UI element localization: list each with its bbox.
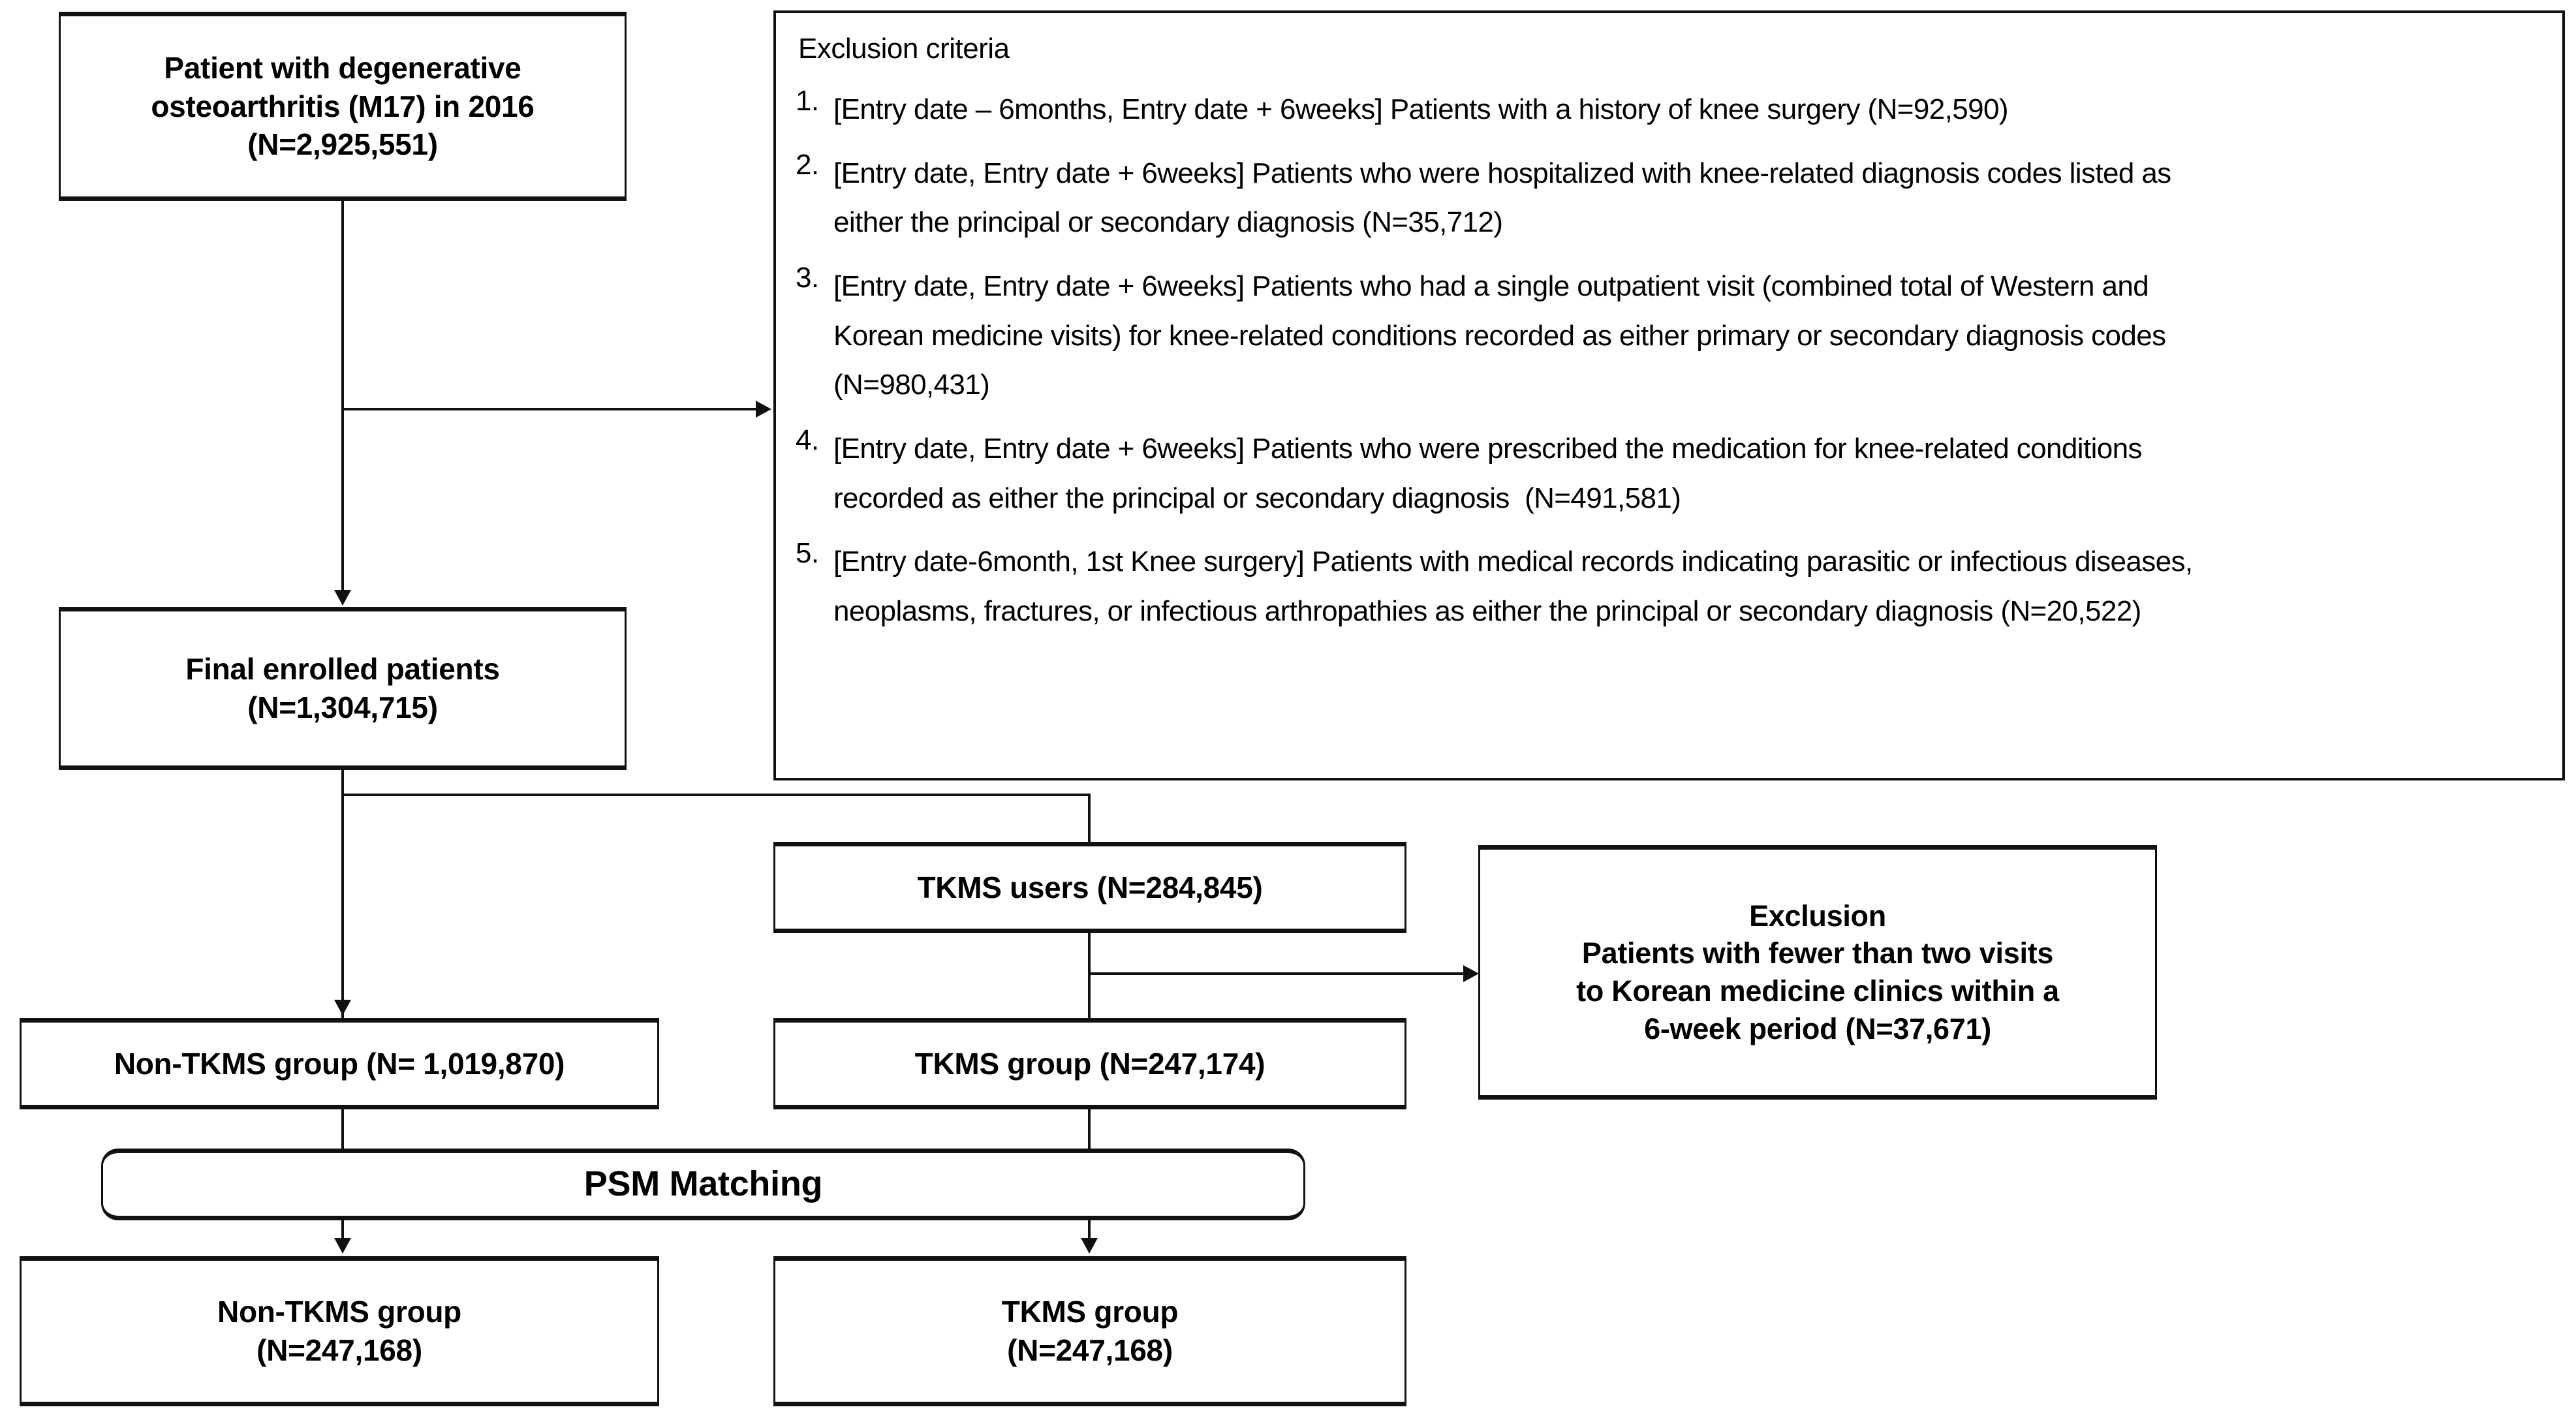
criterion-4-number: 4.	[796, 424, 819, 457]
connector-psm-to-non-tkms-matched	[341, 1219, 344, 1241]
connector-tkms-group-to-psm	[1088, 1109, 1091, 1150]
connector-tkms-users-to-tkms-group	[1088, 933, 1091, 1019]
criterion-1-text: [Entry date – 6months, Entry date + 6wee…	[833, 93, 2009, 125]
exclusion-criterion-1: 1. [Entry date – 6months, Entry date + 6…	[796, 85, 2543, 134]
box-final-enrolled: Final enrolled patients (N=1,304,715)	[59, 607, 627, 770]
box-tkms-matched-line-1: TKMS group	[1001, 1295, 1179, 1329]
connector-source-to-final	[341, 201, 344, 593]
exclusion-criteria-panel: Exclusion criteria 1. [Entry date – 6mon…	[773, 10, 2565, 780]
box-exclusion-side: Exclusion Patients with fewer than two v…	[1478, 845, 2157, 1100]
box-psm-matching: PSM Matching	[101, 1149, 1305, 1220]
box-exclusion-side-line-2: Patients with fewer than two visits	[1581, 936, 2054, 970]
exclusion-criterion-3: 3. [Entry date, Entry date + 6weeks] Pat…	[796, 262, 2543, 410]
box-tkms-matched: TKMS group (N=247,168)	[773, 1256, 1406, 1406]
criterion-1-number: 1.	[796, 85, 819, 117]
box-tkms-matched-line-2: (N=247,168)	[1007, 1333, 1173, 1367]
connector-split-to-tkms-users	[341, 794, 1091, 796]
box-exclusion-side-line-3: to Korean medicine clinics within a	[1576, 974, 2059, 1008]
box-tkms-group-line-1: TKMS group (N=247,174)	[914, 1046, 1265, 1081]
box-source-population: Patient with degenerative osteoarthritis…	[59, 12, 627, 201]
box-final-enrolled-line-2: (N=1,304,715)	[247, 690, 438, 724]
connector-tkms-to-side-exclusion	[1088, 972, 1463, 975]
box-tkms-group: TKMS group (N=247,174)	[773, 1018, 1406, 1109]
connector-psm-to-tkms-matched	[1088, 1219, 1091, 1241]
box-non-tkms-group-line-1: Non-TKMS group (N= 1,019,870)	[114, 1046, 565, 1081]
criterion-3-number: 3.	[796, 262, 819, 294]
exclusion-criteria-title: Exclusion criteria	[798, 33, 1010, 65]
box-source-population-line-1: Patient with degenerative	[164, 50, 521, 85]
box-source-population-line-2: osteoarthritis (M17) in 2016	[151, 89, 535, 123]
box-non-tkms-matched: Non-TKMS group (N=247,168)	[20, 1256, 659, 1406]
arrow-psm-to-non-tkms-matched	[334, 1238, 351, 1254]
exclusion-criterion-5: 5. [Entry date-6month, 1st Knee surgery]…	[796, 537, 2543, 636]
box-tkms-users-line-1: TKMS users (N=284,845)	[917, 870, 1263, 904]
box-source-population-line-3: (N=2,925,551)	[247, 127, 438, 162]
box-exclusion-side-line-1: Exclusion	[1749, 899, 1886, 933]
box-psm-matching-line-1: PSM Matching	[583, 1164, 823, 1204]
box-exclusion-side-line-4: 6-week period (N=37,671)	[1644, 1011, 1991, 1045]
criterion-4-text: [Entry date, Entry date + 6weeks] Patien…	[833, 433, 2143, 514]
box-non-tkms-matched-line-1: Non-TKMS group	[217, 1295, 461, 1329]
connector-trunk-to-exclusion-panel	[341, 408, 756, 410]
criterion-2-number: 2.	[796, 148, 819, 181]
arrow-psm-to-tkms-matched	[1081, 1238, 1098, 1254]
box-tkms-users: TKMS users (N=284,845)	[773, 842, 1406, 933]
criterion-2-text: [Entry date, Entry date + 6weeks] Patien…	[833, 157, 2171, 239]
criterion-5-text: [Entry date-6month, 1st Knee surgery] Pa…	[833, 546, 2193, 628]
connector-final-trunk	[341, 770, 344, 1021]
connector-non-tkms-to-psm	[341, 1109, 344, 1150]
criterion-5-number: 5.	[796, 537, 819, 570]
arrow-source-to-final	[334, 590, 351, 606]
box-final-enrolled-line-1: Final enrolled patients	[185, 652, 500, 687]
arrow-trunk-to-exclusion-panel	[756, 401, 771, 418]
box-non-tkms-group: Non-TKMS group (N= 1,019,870)	[20, 1018, 659, 1109]
arrow-tkms-to-side-exclusion	[1463, 965, 1479, 982]
box-non-tkms-matched-line-2: (N=247,168)	[256, 1333, 422, 1367]
connector-down-to-tkms-users	[1088, 794, 1091, 844]
arrow-final-to-non-tkms	[334, 1000, 351, 1015]
criterion-3-text: [Entry date, Entry date + 6weeks] Patien…	[833, 270, 2166, 401]
exclusion-criterion-4: 4. [Entry date, Entry date + 6weeks] Pat…	[796, 424, 2543, 523]
exclusion-criterion-2: 2. [Entry date, Entry date + 6weeks] Pat…	[796, 149, 2543, 247]
